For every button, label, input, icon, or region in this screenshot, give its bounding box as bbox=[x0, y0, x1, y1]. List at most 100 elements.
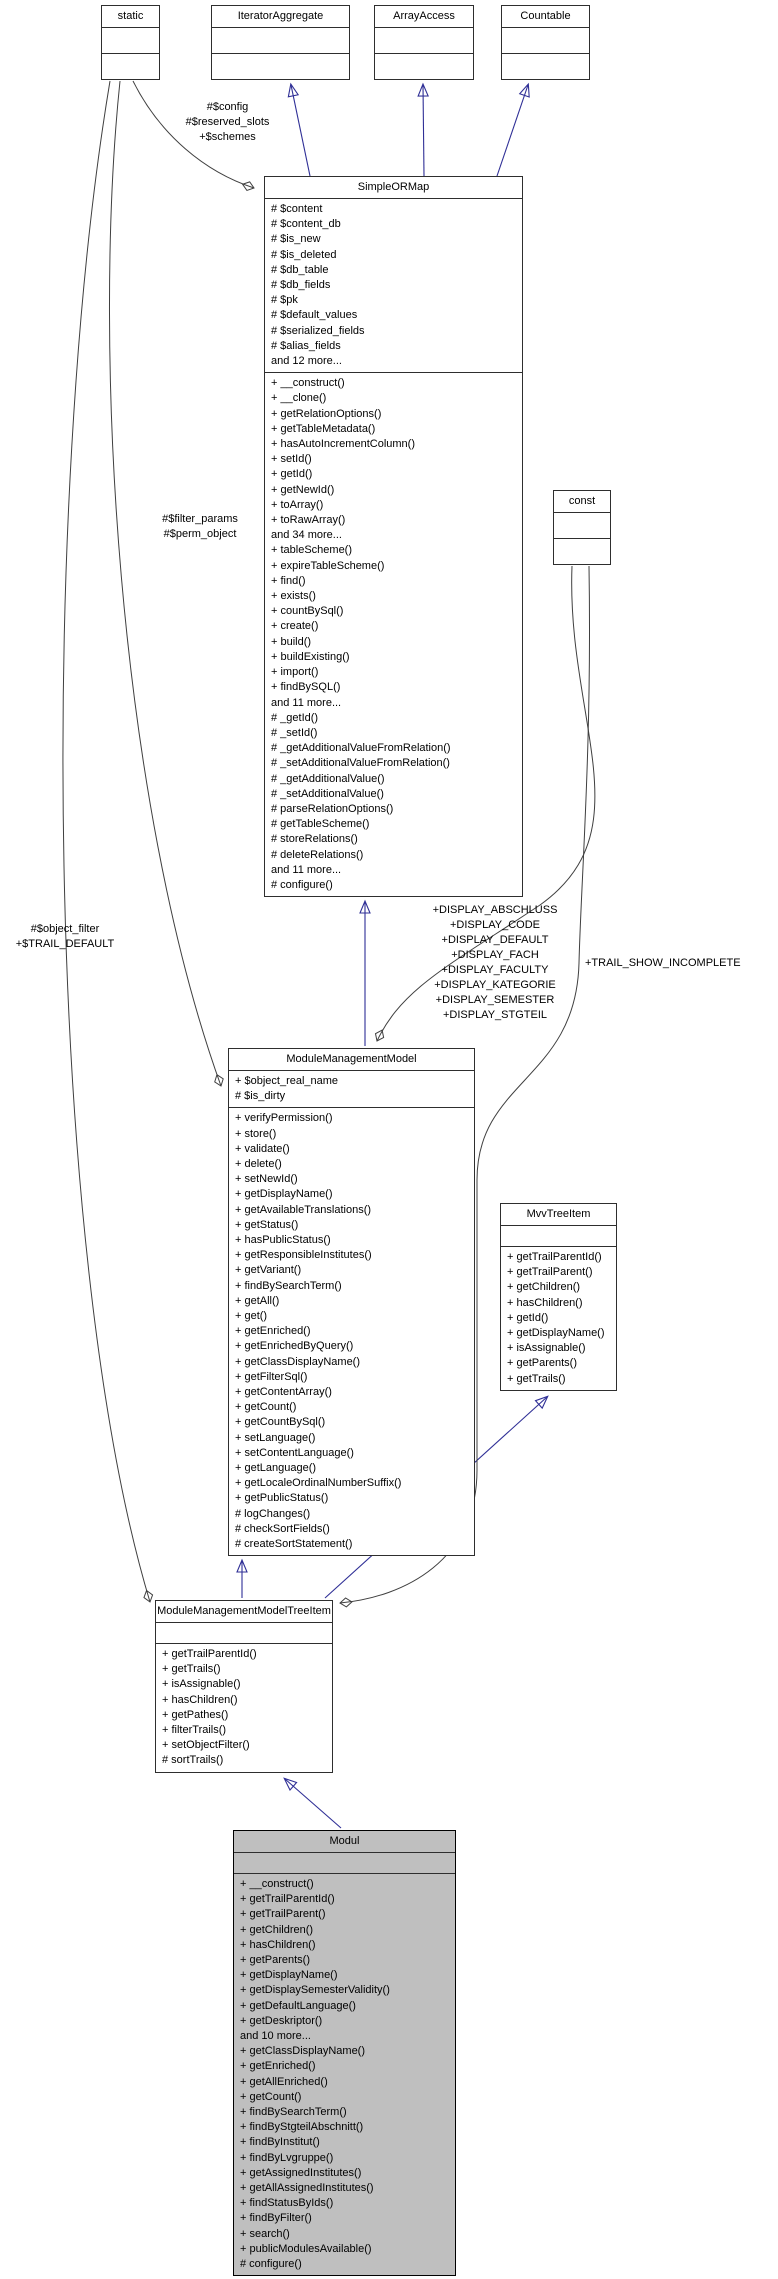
methods-section bbox=[502, 53, 589, 79]
member-row: + getAssignedInstitutes() bbox=[240, 2166, 362, 2179]
attributes-section: + $object_real_name# $is_dirty bbox=[229, 1070, 474, 1107]
class-title: MvvTreeItem bbox=[526, 1208, 591, 1220]
class-modulemanagementmodel[interactable]: ModuleManagementModel + $object_real_nam… bbox=[228, 1048, 475, 1557]
methods-section: + getTrailParentId()+ getTrails()+ isAss… bbox=[156, 1643, 332, 1772]
class-title: SimpleORMap bbox=[357, 181, 430, 193]
member-row: + getDisplayName() bbox=[240, 1969, 338, 1982]
member-row: + hasChildren() bbox=[507, 1296, 583, 1309]
class-countable[interactable]: Countable bbox=[501, 5, 590, 80]
attributes-section bbox=[212, 27, 349, 53]
member-row: + setNewId() bbox=[235, 1173, 298, 1186]
class-modulemanagementmodeltreeitem[interactable]: ModuleManagementModelTreeItem + getTrail… bbox=[155, 1600, 333, 1773]
member-row: + getAll() bbox=[235, 1294, 280, 1307]
member-row: # configure() bbox=[240, 2258, 302, 2271]
member-row: + getContentArray() bbox=[235, 1386, 332, 1399]
attributes-section bbox=[102, 27, 159, 53]
member-row: + findBySQL() bbox=[271, 681, 341, 694]
member-row: + getTrailParentId() bbox=[162, 1648, 257, 1660]
member-row: + getCount() bbox=[240, 2090, 302, 2103]
edge-usage-static-mmmti bbox=[62, 80, 154, 1603]
class-title: Countable bbox=[520, 10, 571, 22]
member-row: + getChildren() bbox=[507, 1281, 581, 1294]
member-row: + hasChildren() bbox=[240, 1938, 316, 1951]
methods-section: + verifyPermission()+ store()+ validate(… bbox=[229, 1107, 474, 1555]
class-simpleormap[interactable]: SimpleORMap # $content# $content_db# $is… bbox=[264, 176, 523, 898]
member-row: + getClassDisplayName() bbox=[235, 1355, 361, 1368]
member-row: # $is_new bbox=[271, 233, 321, 246]
member-row: + getTrailParent() bbox=[240, 1908, 326, 1921]
member-row: + getFilterSql() bbox=[235, 1370, 308, 1383]
member-row: # logChanges() bbox=[235, 1507, 311, 1520]
member-row: + hasAutoIncrementColumn() bbox=[271, 438, 415, 451]
member-row: + toRawArray() bbox=[271, 514, 346, 527]
edge-label-const-mmm: +DISPLAY_ABSCHLUSS +DISPLAY_CODE +DISPLA… bbox=[432, 904, 558, 1021]
methods-section bbox=[212, 53, 349, 79]
member-row: + getTrailParentId() bbox=[507, 1251, 602, 1263]
member-row: # $content bbox=[271, 203, 323, 215]
attributes-section bbox=[375, 27, 473, 53]
member-row: # deleteRelations() bbox=[271, 848, 364, 861]
class-arrayaccess[interactable]: ArrayAccess bbox=[374, 5, 474, 80]
class-const[interactable]: const bbox=[553, 490, 611, 565]
member-row: + findByInstitut() bbox=[240, 2136, 320, 2149]
member-row: + import() bbox=[271, 666, 319, 679]
member-row: + getVariant() bbox=[235, 1264, 302, 1277]
attributes-section bbox=[554, 512, 610, 538]
member-row: + getTrails() bbox=[507, 1372, 566, 1385]
member-row: + getTrailParentId() bbox=[240, 1893, 335, 1906]
member-row: and 11 more... bbox=[271, 696, 342, 709]
member-row: + getDisplayName() bbox=[235, 1188, 333, 1201]
class-mvvtreeitem[interactable]: MvvTreeItem + getTrailParentId()+ getTra… bbox=[500, 1203, 617, 1391]
class-title: const bbox=[568, 495, 596, 507]
member-row: + findBySearchTerm() bbox=[235, 1279, 342, 1292]
member-row: + getAvailableTranslations() bbox=[235, 1203, 372, 1216]
edge-inherit-simpleormap-arrayaccess bbox=[417, 82, 429, 177]
class-iteratoraggregate[interactable]: IteratorAggregate bbox=[211, 5, 350, 80]
member-row: # $is_dirty bbox=[235, 1090, 286, 1103]
methods-section bbox=[554, 538, 610, 564]
member-row: + build() bbox=[271, 635, 312, 648]
member-row: + getEnriched() bbox=[240, 2060, 316, 2073]
member-row: # $default_values bbox=[271, 309, 358, 322]
methods-section: + getTrailParentId()+ getTrailParent()+ … bbox=[501, 1246, 616, 1390]
member-row: + getPublicStatus() bbox=[235, 1492, 329, 1505]
member-row: + getRelationOptions() bbox=[271, 407, 382, 420]
class-modul[interactable]: Modul + __construct()+ getTrailParentId(… bbox=[233, 1830, 456, 2277]
attributes-section bbox=[156, 1622, 332, 1643]
member-row: + getDeskriptor() bbox=[240, 2014, 323, 2027]
member-row: + setContentLanguage() bbox=[235, 1446, 354, 1459]
edge-inherit-modul-mmmti bbox=[283, 1777, 342, 1829]
edge-label-const-mmmti: +TRAIL_SHOW_INCOMPLETE bbox=[585, 957, 741, 969]
member-row: and 34 more... bbox=[271, 529, 342, 542]
member-row: # checkSortFields() bbox=[235, 1522, 330, 1535]
member-row: # getTableScheme() bbox=[271, 818, 370, 831]
edge-usage-static-mmm bbox=[108, 80, 224, 1087]
attributes-section bbox=[234, 1852, 455, 1873]
member-row: + search() bbox=[240, 2227, 290, 2240]
member-row: and 10 more... bbox=[240, 2030, 311, 2043]
member-row: + getParents() bbox=[240, 1954, 311, 1967]
member-row: + getLanguage() bbox=[235, 1462, 317, 1475]
member-row: # _getAdditionalValueFromRelation() bbox=[271, 742, 451, 755]
member-row: # $pk bbox=[271, 294, 298, 307]
member-row: + setObjectFilter() bbox=[162, 1739, 250, 1752]
member-row: # storeRelations() bbox=[271, 833, 358, 846]
attributes-section: # $content# $content_db# $is_new# $is_de… bbox=[265, 198, 522, 372]
member-row: # $serialized_fields bbox=[271, 324, 365, 337]
edge-label-static-mmm: #$filter_params #$perm_object bbox=[162, 513, 238, 540]
member-row: # configure() bbox=[271, 878, 333, 891]
member-row: + getAllEnriched() bbox=[240, 2075, 328, 2088]
member-row: # _setAdditionalValueFromRelation() bbox=[271, 757, 450, 770]
member-row: + getPathes() bbox=[162, 1708, 229, 1721]
member-row: + getDefaultLanguage() bbox=[240, 1999, 356, 2012]
class-title: ArrayAccess bbox=[393, 10, 455, 22]
member-row: # $is_deleted bbox=[271, 248, 337, 261]
member-row: + tableScheme() bbox=[271, 544, 353, 557]
member-row: # $db_table bbox=[271, 263, 329, 276]
member-row: + delete() bbox=[235, 1158, 282, 1171]
member-row: + buildExisting() bbox=[271, 650, 350, 663]
member-row: + findBySearchTerm() bbox=[240, 2106, 347, 2119]
member-row: + create() bbox=[271, 620, 319, 633]
class-title: Modul bbox=[329, 1835, 360, 1847]
class-static[interactable]: static bbox=[101, 5, 160, 80]
